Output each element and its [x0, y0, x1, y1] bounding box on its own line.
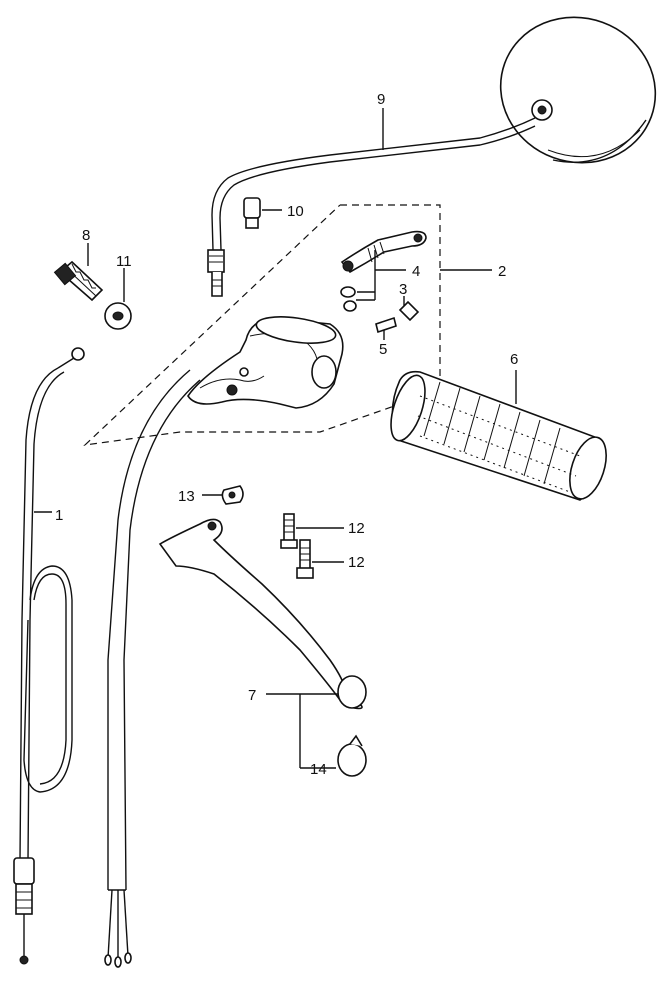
mirror-part-9	[207, 16, 657, 297]
bolt-part-12-lower	[296, 539, 344, 579]
callout-12-lower: 12	[348, 554, 365, 571]
callout-14: 14	[310, 761, 327, 778]
tip-part-14	[337, 734, 367, 777]
adjuster-part-8	[53, 243, 104, 302]
callout-3: 3	[399, 281, 407, 298]
callout-12-upper: 12	[348, 520, 365, 537]
callout-6: 6	[510, 351, 518, 368]
grip-part-6	[390, 370, 607, 501]
callout-labels: 1 2 3 4 5 6 7 8 9 10 11 12 12 13 14	[55, 91, 518, 778]
callout-5: 5	[379, 341, 387, 358]
screw-part-5	[375, 316, 397, 340]
screw-part-3	[398, 296, 420, 322]
callout-9: 9	[377, 91, 385, 108]
callout-7: 7	[248, 687, 256, 704]
callout-11: 11	[116, 253, 132, 270]
nut-part-10	[243, 197, 282, 229]
callout-10: 10	[287, 203, 304, 220]
cable-part-1	[13, 347, 85, 965]
callout-1: 1	[55, 507, 63, 524]
callout-4: 4	[412, 263, 420, 280]
guide-part-4	[340, 230, 427, 312]
bolt-part-12-upper	[280, 513, 344, 549]
lever-part-7	[158, 518, 367, 769]
callout-8: 8	[82, 227, 90, 244]
callout-13: 13	[178, 488, 195, 505]
locknut-part-11	[104, 268, 132, 330]
assembly-boundary-part-2	[83, 204, 492, 446]
callout-2: 2	[498, 263, 506, 280]
clip-part-13	[202, 485, 244, 505]
lever-bracket-part-2	[104, 316, 344, 968]
